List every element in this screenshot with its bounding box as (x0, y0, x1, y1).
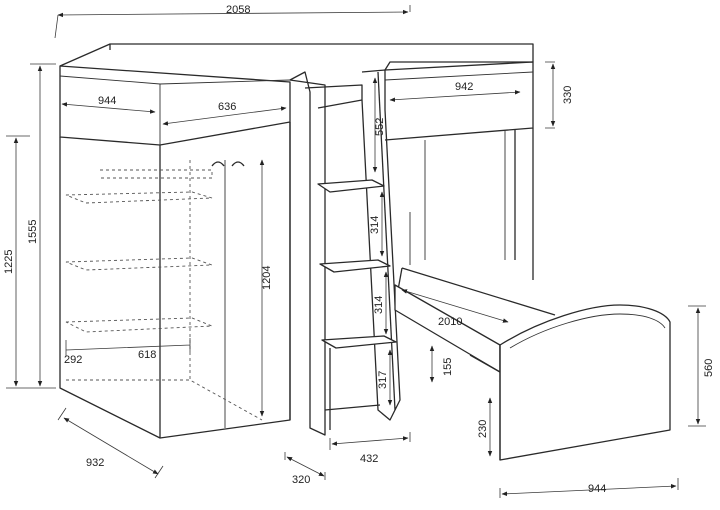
dim-step-height: 317 (377, 371, 389, 389)
dim-bed-height: 1225 (3, 250, 15, 274)
dim-shelf-depth: 292 (64, 354, 82, 366)
dim-total-height: 1555 (27, 220, 39, 244)
dim-rail-height: 330 (562, 86, 574, 104)
dim-shelf-gap-2: 314 (373, 296, 385, 314)
dim-ladder-width: 432 (360, 453, 378, 465)
dim-under-bed: 230 (477, 420, 489, 438)
dim-shelf-width: 618 (138, 349, 156, 361)
dim-wardrobe-width: 636 (218, 101, 236, 113)
dim-door-height: 1204 (261, 266, 273, 290)
dim-lower-bed-length: 2010 (438, 316, 462, 328)
dimension-lines (6, 5, 706, 498)
dim-wardrobe-depth: 944 (98, 95, 116, 107)
dim-base-depth: 932 (86, 457, 104, 469)
dim-shelf-gap-1: 314 (369, 216, 381, 234)
furniture-outline (59, 43, 671, 461)
dim-lower-rail: 155 (442, 358, 454, 376)
dim-upper-bed-width: 942 (455, 81, 473, 93)
dimension-labels: 2058 944 636 942 330 552 314 314 317 155… (3, 4, 715, 495)
dim-overall-width: 2058 (226, 4, 250, 16)
dim-ladder-upper: 552 (374, 118, 386, 136)
dim-headboard-height: 560 (703, 359, 715, 377)
dim-lower-bed-width: 944 (588, 483, 606, 495)
dim-ladder-depth: 320 (292, 474, 310, 486)
